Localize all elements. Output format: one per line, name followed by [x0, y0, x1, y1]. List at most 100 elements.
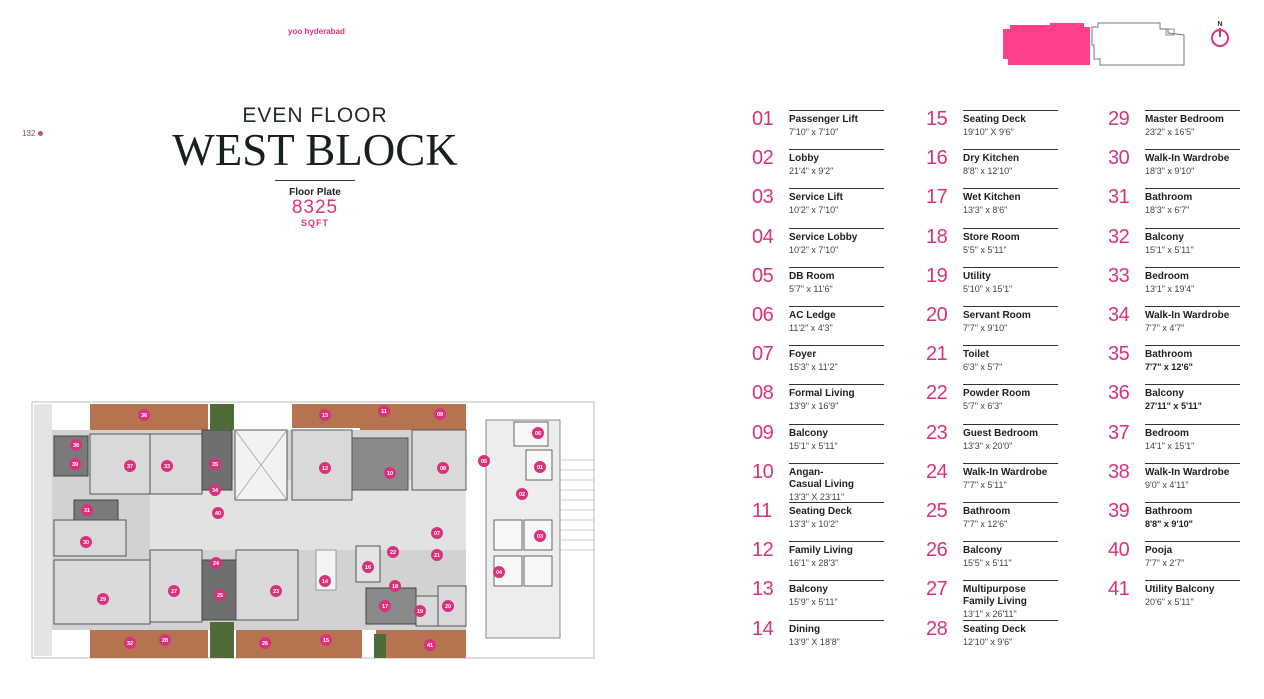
legend-room-dimensions: 5'10" x 15'1" — [963, 283, 1013, 294]
legend-room-dimensions: 15'3" x 11'2" — [789, 362, 838, 373]
deck-32 — [90, 628, 152, 658]
plan-marker-31: 31 — [81, 504, 93, 516]
plan-marker-23: 23 — [270, 585, 282, 597]
legend-number: 22 — [926, 382, 948, 405]
plan-marker-32: 32 — [124, 637, 136, 649]
legend-number: 25 — [926, 500, 948, 522]
legend-rule — [963, 462, 1058, 464]
plan-marker-label: 24 — [213, 561, 220, 567]
legend-number: 30 — [1108, 147, 1130, 170]
page-number: 132 — [22, 129, 44, 138]
plan-marker-dot — [69, 458, 81, 470]
legend-room-dimensions: 15'9" x 5'11" — [789, 597, 838, 608]
plan-marker-label: 34 — [212, 488, 219, 494]
plan-marker-label: 20 — [445, 604, 451, 610]
plan-marker-dot — [209, 484, 221, 496]
compass-icon — [1211, 28, 1229, 47]
plan-marker-dot — [168, 585, 180, 597]
plan-marker-dot — [159, 634, 171, 646]
legend-room-dimensions: 19'10" X 9'6" — [963, 127, 1014, 137]
legend-rule — [963, 345, 1058, 347]
plan-marker-09: 09 — [434, 408, 446, 420]
plan-marker-28: 28 — [159, 634, 171, 646]
plan-marker-label: 13 — [322, 413, 328, 419]
legend-number: 16 — [926, 147, 948, 170]
legend-room-dimensions: 23'2" x 16'5" — [1145, 127, 1195, 137]
plan-marker-12: 12 — [319, 462, 331, 474]
plan-marker-label: 22 — [390, 550, 396, 556]
plan-marker-14: 14 — [319, 575, 331, 587]
plan-marker-dot — [138, 409, 150, 421]
plan-marker-label: 15 — [323, 638, 329, 644]
plan-marker-dot — [124, 460, 136, 472]
legend-number: 38 — [1108, 460, 1130, 483]
staircase — [560, 459, 594, 551]
legend-room-dimensions: 13'3" x 10'2" — [789, 519, 839, 529]
plan-marker-21: 21 — [431, 549, 443, 561]
room-29 — [53, 559, 151, 625]
legend-number: 31 — [1108, 186, 1130, 209]
plan-marker-label: 41 — [427, 643, 433, 649]
plan-marker-label: 07 — [434, 531, 440, 537]
legend-number: 03 — [752, 186, 774, 209]
legend-rule — [1145, 149, 1240, 151]
legend-number: 02 — [752, 147, 774, 170]
legend-number: 14 — [752, 617, 774, 640]
plan-marker-dot — [434, 408, 446, 420]
plan-marker-dot — [80, 536, 92, 548]
plan-marker-dot — [431, 527, 443, 539]
planter-b — [210, 622, 234, 658]
plan-marker-dot — [379, 600, 391, 612]
plan-marker-07: 07 — [431, 527, 443, 539]
plan-marker-dot — [437, 462, 449, 474]
legend-number: 10 — [752, 460, 774, 483]
plan-marker-dot — [478, 455, 490, 467]
plan-marker-label: 26 — [262, 641, 268, 647]
legend-room-dimensions: 27'11" x 5'11" — [1145, 401, 1202, 412]
key-plan-west-block-highlight — [1003, 23, 1090, 65]
legend-rule — [789, 345, 884, 347]
legend-number: 34 — [1108, 304, 1130, 326]
plan-marker-label: 05 — [481, 459, 487, 465]
plan-marker-35: 35 — [209, 458, 221, 470]
floor-plate-value: 8325 — [291, 197, 339, 218]
floor-plan-diagram: 0102030405060708091011121314151617181920… — [31, 401, 595, 659]
legend-rule — [789, 266, 884, 268]
legend-room-dimensions: 7'7" x 2'7" — [1145, 558, 1185, 569]
legend-number: 37 — [1108, 421, 1130, 444]
legend-number: 05 — [752, 264, 774, 287]
plan-marker-label: 10 — [387, 471, 393, 477]
legend-room-dimensions: 13'9" x 16'9" — [789, 401, 839, 412]
legend-room-dimensions: 13'1" x 19'4" — [1145, 283, 1195, 294]
legend-room-dimensions: 20'6" x 5'11" — [1145, 597, 1194, 608]
lift-void-cross-b — [234, 429, 288, 501]
plan-marker-36: 36 — [138, 409, 150, 421]
